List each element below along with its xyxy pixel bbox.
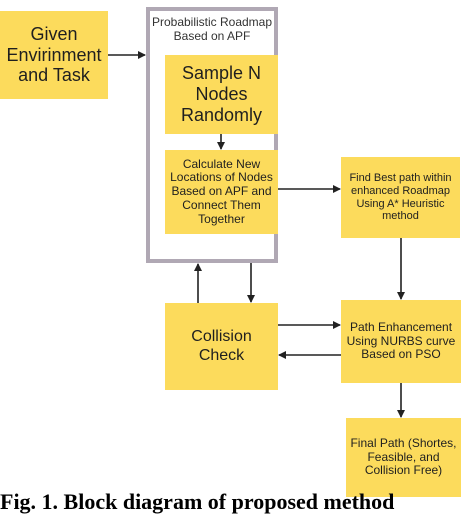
find-best-path-label: Find Best path within enhanced Roadmap U… xyxy=(349,172,452,223)
given-environment-label: Given Envirinment and Task xyxy=(6,23,102,86)
final-path-label: Final Path (Shortes, Feasible, and Colli… xyxy=(350,435,457,478)
container-title: Probabilistic Roadmap Based on APF xyxy=(151,15,273,44)
final-path-box: Final Path (Shortes, Feasible, and Colli… xyxy=(346,418,461,497)
calculate-locations-label: Calculate New Locations of Nodes Based o… xyxy=(170,156,273,226)
figure-caption: Fig. 1. Block diagram of proposed method xyxy=(0,489,395,514)
sample-nodes-label: Sample N Nodes Randomly xyxy=(180,63,263,125)
calculate-locations-box: Calculate New Locations of Nodes Based o… xyxy=(165,150,278,234)
find-best-path-box: Find Best path within enhanced Roadmap U… xyxy=(341,157,460,238)
sample-nodes-box: Sample N Nodes Randomly xyxy=(165,55,278,134)
given-environment-box: Given Envirinment and Task xyxy=(0,11,108,99)
collision-check-box: Collision Check xyxy=(165,303,278,390)
path-enhancement-box: Path Enhancement Using NURBS curve Based… xyxy=(341,300,461,383)
path-enhancement-label: Path Enhancement Using NURBS curve Based… xyxy=(346,319,456,362)
collision-check-label: Collision Check xyxy=(191,328,252,364)
